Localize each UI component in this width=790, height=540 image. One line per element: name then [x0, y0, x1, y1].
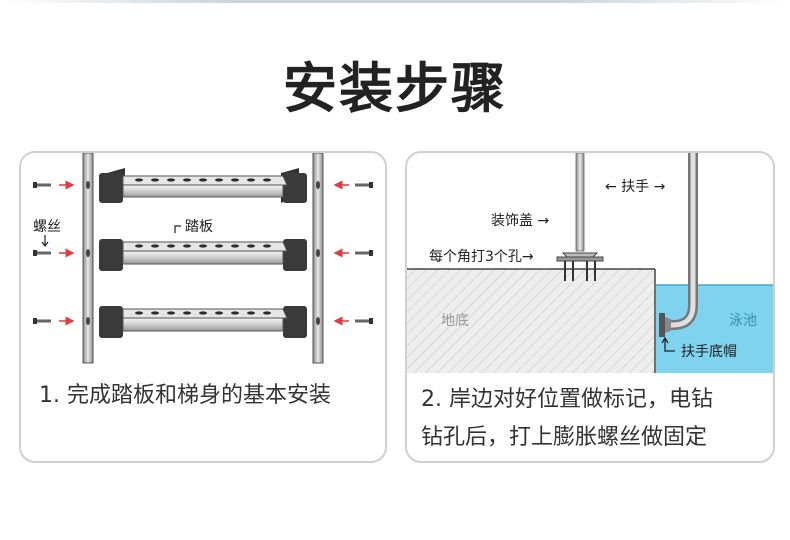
decor-cover [561, 252, 599, 258]
ground-block [407, 269, 655, 373]
tread-2 [99, 239, 307, 271]
tread-label-arrow [174, 225, 181, 233]
tread-label: 踏板 [185, 219, 213, 235]
cover-label: 装饰盖 → [491, 213, 549, 229]
holes-label: 每个角打3个孔→ [429, 248, 534, 265]
ground-label: 地底 [441, 313, 469, 329]
page-title: 安装步骤 [283, 57, 507, 120]
right-rail [312, 153, 324, 364]
tread-3 [99, 306, 307, 338]
handrail-installation-diagram: ← 扶手 → 装饰盖 → 每个角打3个孔→ 地底 泳池 扶手底帽 [407, 153, 773, 373]
handrail-left-pipe [575, 153, 585, 252]
pool-label: 泳池 [729, 313, 757, 329]
right-screws [333, 180, 373, 326]
left-screws [33, 180, 75, 326]
cap-label-arrow [664, 339, 675, 352]
tread-1 [99, 168, 307, 203]
step-1-card: 螺丝 踏板 1. 完成踏板和梯身的基本安装 [19, 151, 387, 463]
step-2-caption: 2. 岸边对好位置做标记，电钻 钻孔后，打上膨胀螺丝做固定 [421, 381, 763, 457]
step-2-card: ← 扶手 → 装饰盖 → 每个角打3个孔→ 地底 泳池 扶手底帽 2. 岸边对好… [405, 151, 775, 463]
step-2-caption-line-2: 钻孔后，打上膨胀螺丝做固定 [421, 425, 708, 450]
screw-label: 螺丝 [33, 219, 61, 235]
left-rail [82, 153, 94, 364]
cap-label: 扶手底帽 [681, 344, 737, 360]
top-decor-band [0, 0, 790, 3]
handrail-label: ← 扶手 → [605, 179, 666, 195]
step-1-caption: 1. 完成踏板和梯身的基本安装 [39, 383, 331, 408]
handrail-base-cap [659, 313, 665, 337]
ladder-assembly-diagram: 螺丝 踏板 [33, 153, 373, 364]
step-2-caption-line-1: 2. 岸边对好位置做标记，电钻 [421, 387, 713, 412]
anchor-bolts [564, 261, 596, 281]
